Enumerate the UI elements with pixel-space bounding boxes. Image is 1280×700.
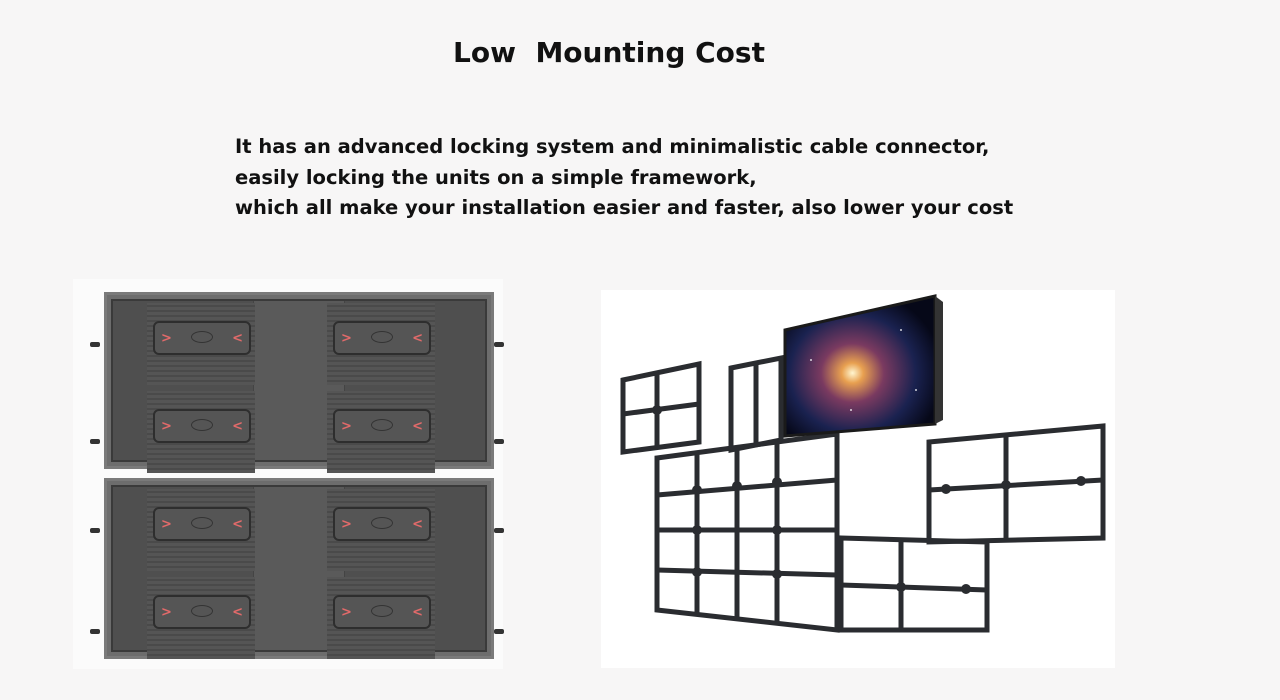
module: >< — [327, 489, 435, 571]
description: It has an advanced locking system and mi… — [235, 132, 1013, 224]
power-box: >< — [153, 409, 251, 443]
connector-mark-icon: < — [412, 517, 423, 532]
lock-latch-icon — [90, 528, 100, 533]
cabinet-back-panel: ><><><>< — [111, 485, 487, 659]
handle-icon — [191, 331, 213, 343]
lock-latch-icon — [494, 342, 504, 347]
connector-mark-icon: < — [412, 419, 423, 434]
lock-latch-icon — [494, 439, 504, 444]
lock-latch-icon — [90, 439, 100, 444]
connector-mark-icon: > — [341, 331, 352, 346]
led-cabinet: ><><><>< — [104, 292, 494, 473]
lock-latch-icon — [90, 629, 100, 634]
module: >< — [147, 577, 255, 659]
power-box: >< — [333, 409, 431, 443]
connector-mark-icon: > — [161, 517, 172, 532]
connector-mark-icon: < — [232, 605, 243, 620]
page-title: Low Mounting Cost — [453, 36, 765, 69]
power-box: >< — [333, 321, 431, 355]
cabinet-rear-image: ><><><><><><><>< — [73, 279, 504, 669]
connector-mark-icon: < — [232, 331, 243, 346]
power-box: >< — [333, 595, 431, 629]
connector-mark-icon: < — [412, 331, 423, 346]
connector-mark-icon: > — [161, 331, 172, 346]
lock-latch-icon — [90, 342, 100, 347]
module: >< — [327, 303, 435, 385]
connector-mark-icon: < — [232, 517, 243, 532]
lock-latch-icon — [494, 528, 504, 533]
power-box: >< — [333, 507, 431, 541]
led-cabinet: ><><><>< — [104, 478, 494, 659]
power-box: >< — [153, 321, 251, 355]
handle-icon — [371, 517, 393, 529]
lock-latch-icon — [494, 629, 504, 634]
handle-icon — [191, 517, 213, 529]
handle-icon — [371, 419, 393, 431]
module: >< — [327, 577, 435, 659]
connector-mark-icon: < — [232, 419, 243, 434]
connector-mark-icon: > — [341, 605, 352, 620]
connector-mark-icon: > — [161, 419, 172, 434]
framework-illustration — [620, 294, 1106, 633]
description-line: which all make your installation easier … — [235, 196, 1014, 219]
power-box: >< — [153, 595, 251, 629]
handle-icon — [371, 605, 393, 617]
cabinet-back-panel: ><><><>< — [111, 299, 487, 473]
description-line: easily locking the units on a simple fra… — [235, 165, 757, 189]
mounting-framework-image — [601, 290, 1115, 668]
connector-mark-icon: > — [341, 419, 352, 434]
connector-mark-icon: > — [341, 517, 352, 532]
module: >< — [147, 303, 255, 385]
handle-icon — [191, 419, 213, 431]
description-line: It has an advanced locking system and mi… — [235, 135, 990, 158]
power-box: >< — [153, 507, 251, 541]
handle-icon — [371, 331, 393, 343]
module: >< — [147, 391, 255, 473]
handle-icon — [191, 605, 213, 617]
connector-mark-icon: > — [161, 605, 172, 620]
module: >< — [327, 391, 435, 473]
module: >< — [147, 489, 255, 571]
connector-mark-icon: < — [412, 605, 423, 620]
